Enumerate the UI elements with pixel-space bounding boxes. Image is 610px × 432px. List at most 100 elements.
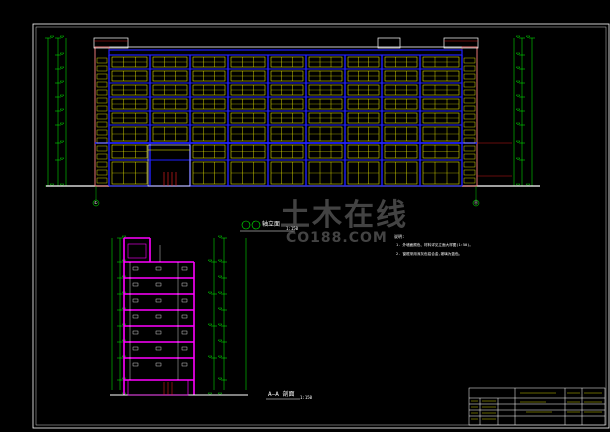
stair-window (463, 137, 476, 144)
level-triangle (515, 94, 521, 98)
drawing-inner-border (35, 26, 607, 426)
stair-window (463, 97, 476, 104)
axis-label-right: ⑪ (474, 200, 478, 205)
level-triangle (59, 80, 65, 84)
elevation-structural-grid (95, 54, 477, 187)
level-triangle (59, 140, 65, 144)
room-tag (181, 314, 188, 319)
roof-structure-left (93, 37, 129, 49)
elevation-window-grid (96, 56, 476, 185)
level-triangle (59, 122, 65, 126)
stair-window (96, 169, 108, 176)
stair-window (96, 97, 108, 104)
stair-window (96, 129, 108, 136)
stair-window (96, 81, 108, 88)
section-a-a (110, 235, 248, 396)
entrance-doors (163, 172, 177, 186)
level-triangle (59, 157, 65, 161)
elevation-right-dimensions (513, 38, 533, 186)
stair-window (463, 153, 476, 160)
stair-window (96, 153, 108, 160)
elevation-title-bubble-1 (241, 220, 251, 230)
level-triangle (515, 80, 521, 84)
room-tag (132, 330, 139, 335)
stair-window (463, 73, 476, 80)
drawing-border (32, 23, 610, 429)
level-triangle (59, 52, 65, 56)
level-triangle (49, 35, 55, 39)
stair-window (463, 177, 476, 184)
stair-window (463, 89, 476, 96)
stair-window (96, 145, 108, 152)
level-triangle (207, 291, 213, 295)
level-triangle (515, 52, 521, 56)
room-tag (181, 330, 188, 335)
level-triangle (207, 355, 213, 359)
stair-window (463, 169, 476, 176)
roof-structure-right (443, 37, 479, 49)
stair-window (96, 57, 108, 64)
level-triangle (515, 66, 521, 70)
stair-window (463, 81, 476, 88)
room-tag (155, 362, 162, 367)
stair-window (96, 73, 108, 80)
notes-line-1: 1. 外墙面颜色、材料详见立面大样图(1:50)。 (396, 243, 473, 247)
room-tag (132, 282, 139, 287)
axis-label-left: ① (94, 200, 98, 205)
level-triangle (59, 183, 65, 187)
elevation-level-marks-right (515, 35, 535, 187)
level-triangle (217, 323, 223, 327)
level-triangle (217, 235, 223, 239)
room-tag (132, 362, 139, 367)
stair-window (96, 65, 108, 72)
room-tag (132, 266, 139, 271)
elevation-scale: 1:150 (286, 226, 299, 231)
room-tag (132, 346, 139, 351)
level-triangle (217, 291, 223, 295)
elevation-title-bubble-2 (251, 220, 261, 230)
section-room-labels (132, 266, 188, 367)
level-triangle (59, 94, 65, 98)
elevation-title: 轴立面 (262, 221, 281, 228)
level-triangle (515, 35, 521, 39)
watermark-cn: 土木在线 (280, 198, 408, 233)
level-triangle (515, 140, 521, 144)
stair-window (96, 113, 108, 120)
level-triangle (515, 183, 521, 187)
section-structure (123, 237, 195, 395)
level-triangle (207, 392, 213, 396)
room-tag (155, 266, 162, 271)
section-title: A—A 剖面 (268, 391, 295, 398)
level-triangle (515, 122, 521, 126)
room-tag (155, 298, 162, 303)
entrance-canopy (147, 144, 191, 187)
level-triangle (59, 66, 65, 70)
stair-window (463, 113, 476, 120)
level-triangle (49, 183, 55, 187)
title-block-fill-lines (471, 392, 602, 420)
level-triangle (207, 259, 213, 263)
stair-window (463, 145, 476, 152)
stair-window (463, 105, 476, 112)
notes-line-2: 2. 窗框采用深灰色铝合金,玻璃为蓝色。 (396, 252, 463, 256)
room-tag (155, 346, 162, 351)
room-tag (155, 314, 162, 319)
watermark: 土木在线 CO188.COM (238, 190, 408, 246)
section-ground-floor-lobby (127, 379, 189, 396)
room-tag (155, 330, 162, 335)
stair-window (96, 105, 108, 112)
section-scale: 1:150 (300, 395, 313, 400)
stair-window (96, 137, 108, 144)
level-triangle (59, 108, 65, 112)
level-triangle (525, 35, 531, 39)
stair-window (96, 121, 108, 128)
room-tag (181, 346, 188, 351)
stair-window (96, 89, 108, 96)
level-triangle (515, 157, 521, 161)
roof-room (127, 243, 147, 259)
stair-window (463, 161, 476, 168)
stair-window (96, 177, 108, 184)
elevation-left-dimensions (47, 38, 67, 186)
